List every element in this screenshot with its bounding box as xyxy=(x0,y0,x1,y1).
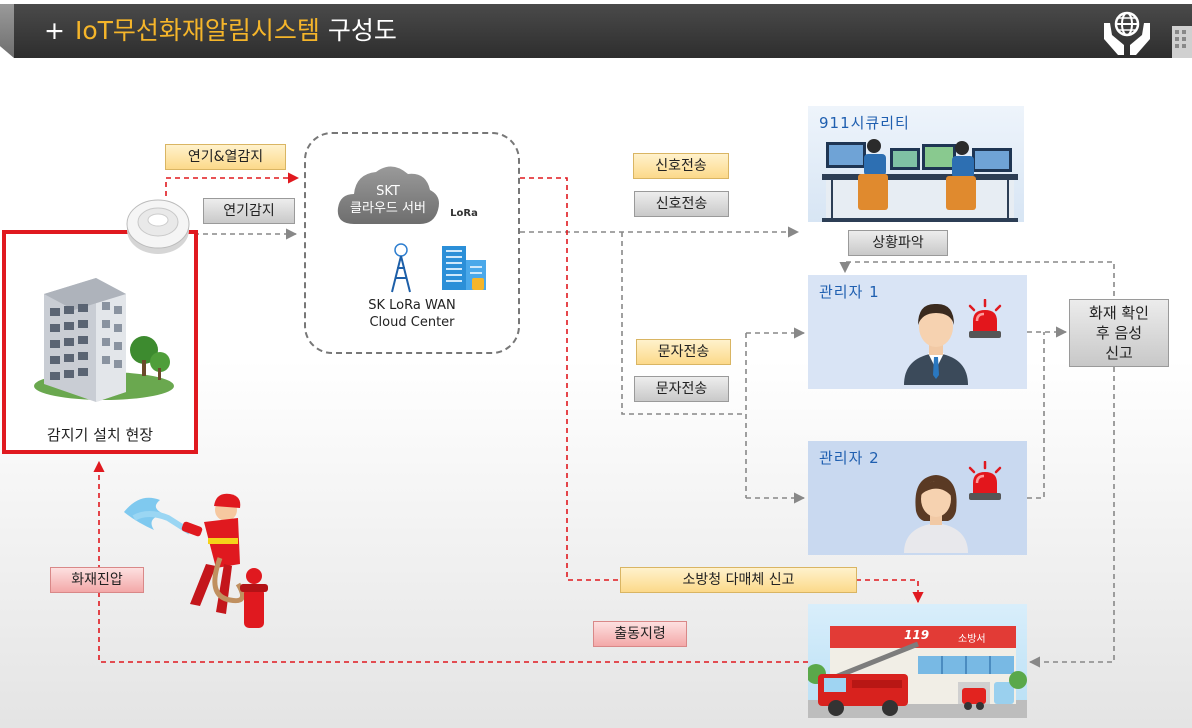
siren-icon xyxy=(968,461,1002,500)
line-situation xyxy=(839,261,1115,332)
cloud-center-box: SKT 클라우드 서버 LoRa SK LoRa WAN Cloud Cente… xyxy=(304,132,520,354)
label-signal-yellow: 신호전송 xyxy=(633,153,729,179)
female-avatar xyxy=(904,475,968,553)
smoke-detector-icon xyxy=(126,199,190,254)
label-signal-gray: 신호전송 xyxy=(634,191,729,217)
office-building-icon xyxy=(34,278,174,402)
station-number: 119 xyxy=(904,628,930,642)
line-fire-dept xyxy=(520,177,924,604)
fire-station-panel: 119 소방서 xyxy=(808,604,1027,718)
manager2-title: 관리자 2 xyxy=(819,449,880,467)
title-rest: 구성도 xyxy=(327,16,397,45)
server-building-icon xyxy=(442,246,486,290)
male-avatar xyxy=(904,303,968,385)
label-fire-dept-report: 소방청 다매체 신고 xyxy=(620,567,857,593)
label-fire-suppress: 화재진압 xyxy=(50,567,144,593)
site-label: 감지기 설치 현장 xyxy=(46,426,154,444)
detector-site-box: 감지기 설치 현장 xyxy=(2,230,198,454)
center-label-1: SK LoRa WAN xyxy=(368,298,456,313)
manager1-panel: 관리자 1 xyxy=(808,275,1027,389)
label-sms-yellow: 문자전송 xyxy=(636,339,731,365)
antenna-icon xyxy=(391,243,411,293)
manager2-panel: 관리자 2 xyxy=(808,441,1027,555)
label-sms-gray: 문자전송 xyxy=(634,376,729,402)
control-room-illustration xyxy=(822,139,1018,222)
fire-confirm-box: 화재 확인 후 음성 신고 xyxy=(1069,299,1169,367)
fire-station xyxy=(808,626,1027,718)
label-situation: 상황파악 xyxy=(848,230,948,256)
label-smoke-heat: 연기&열감지 xyxy=(165,144,286,170)
line-m2-report xyxy=(1027,332,1045,499)
globe-hands-icon xyxy=(1104,11,1150,55)
label-dispatch: 출동지령 xyxy=(593,621,687,647)
manager1-title: 관리자 1 xyxy=(819,283,880,301)
building-icon xyxy=(1172,26,1192,58)
line-smoke-heat xyxy=(165,172,300,196)
skt-label-2: 클라우드 서버 xyxy=(350,201,426,216)
skt-label-1: SKT xyxy=(376,184,400,199)
line-dispatch xyxy=(93,460,808,663)
label-smoke: 연기감지 xyxy=(203,198,295,224)
lora-logo: LoRa xyxy=(450,208,478,219)
line-report-station xyxy=(1028,367,1115,668)
title-highlight: IoT무선화재알림시스템 xyxy=(74,16,320,45)
line-sms-branch xyxy=(621,232,746,415)
cloud-icon xyxy=(337,166,439,224)
station-sign: 소방서 xyxy=(958,634,986,645)
security-panel: 911시큐리티 xyxy=(808,106,1024,222)
security-title: 911시큐리티 xyxy=(819,114,910,132)
header-notch xyxy=(0,4,14,58)
center-label-2: Cloud Center xyxy=(369,315,455,330)
siren-icon xyxy=(968,299,1002,338)
firefighter xyxy=(124,493,268,628)
